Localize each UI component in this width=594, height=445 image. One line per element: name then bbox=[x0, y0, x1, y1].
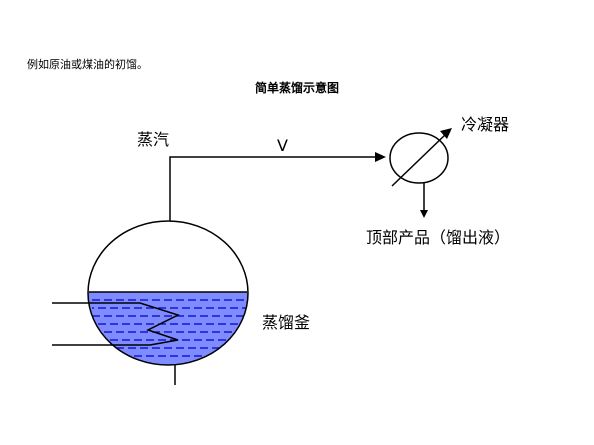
vapor-pipe bbox=[169, 156, 384, 221]
label-product: 顶部产品（馏出液） bbox=[366, 228, 510, 247]
caption-text: 例如原油或煤油的初馏。 bbox=[27, 58, 148, 71]
condenser-diagonal bbox=[391, 133, 447, 187]
condenser-arrow bbox=[440, 128, 452, 139]
diagram-title: 简单蒸馏示意图 bbox=[254, 81, 339, 95]
label-condenser: 冷凝器 bbox=[461, 115, 509, 134]
heating-coil bbox=[52, 302, 180, 346]
label-flow: V bbox=[277, 136, 288, 155]
label-still: 蒸馏釜 bbox=[262, 313, 310, 332]
still-pot bbox=[87, 220, 249, 366]
distillate-arrow bbox=[420, 210, 428, 218]
vapor-arrow bbox=[375, 152, 386, 162]
label-vapor: 蒸汽 bbox=[137, 130, 169, 149]
